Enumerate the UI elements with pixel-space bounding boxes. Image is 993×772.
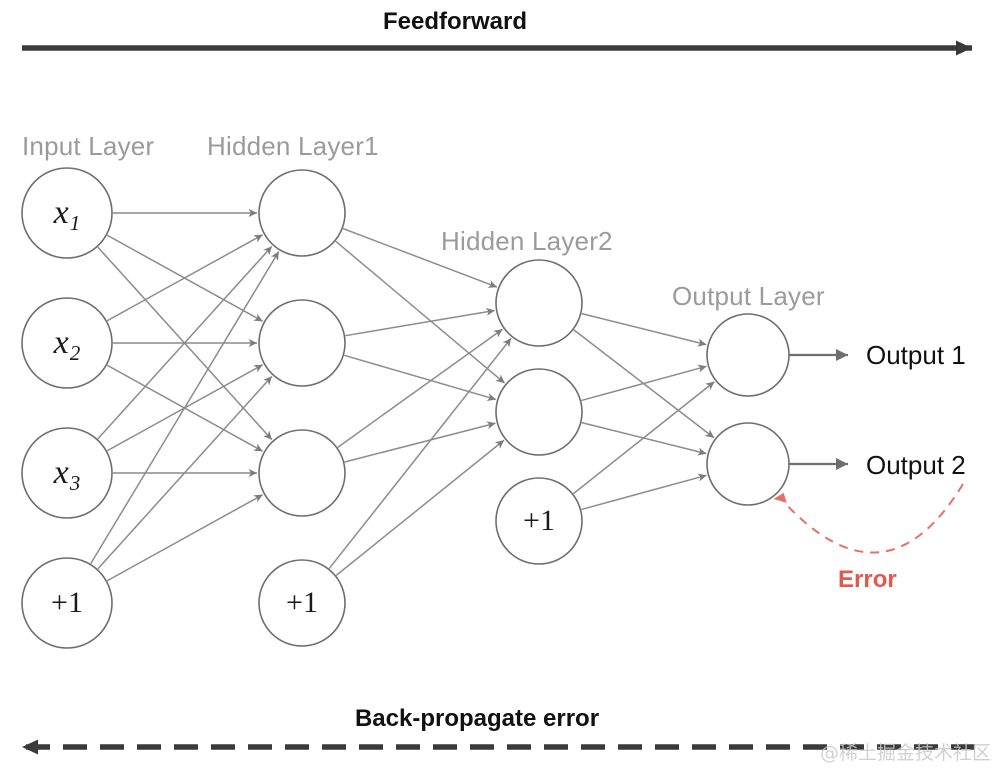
neuron-hidden1-1[interactable] <box>258 169 346 257</box>
hidden-layer2-label: Hidden Layer2 <box>441 226 613 256</box>
neuron-input-4[interactable] <box>21 557 113 649</box>
flow-arrows <box>22 40 975 755</box>
error-label: Error <box>838 566 897 593</box>
neuron-input-1[interactable] <box>21 167 113 259</box>
error-arc-path <box>773 483 964 554</box>
connection-edge <box>97 375 273 570</box>
connection-edge <box>328 337 512 569</box>
input-layer-label: Input Layer <box>22 131 155 161</box>
neuron-hidden2-2[interactable] <box>495 368 583 456</box>
neuron-hidden1-4[interactable] <box>258 559 346 647</box>
connection-edge <box>344 354 496 402</box>
connection-edge <box>106 234 263 322</box>
watermark: @稀土掘金技术社区 <box>820 742 992 764</box>
hidden-layer1-label: Hidden Layer1 <box>207 131 379 161</box>
output-layer-label: Output Layer <box>672 281 825 311</box>
neuron-hidden2-1[interactable] <box>495 259 583 347</box>
connection-edge <box>335 240 506 384</box>
connection-edge <box>97 245 273 440</box>
neuron-hidden1-2[interactable] <box>258 299 346 387</box>
connection-edge <box>337 328 503 448</box>
output-arrows <box>789 349 848 470</box>
backpropagate-title: Back-propagate error <box>354 705 600 732</box>
neuron-input-3[interactable] <box>21 427 113 519</box>
error-arc <box>773 483 964 554</box>
connection-edge <box>581 364 707 402</box>
neuron-nodes <box>21 167 790 649</box>
neuron-output-1[interactable] <box>706 313 790 397</box>
output-1-label: Output 1 <box>866 340 966 370</box>
connection-edge <box>581 312 707 347</box>
neuron-input-2[interactable] <box>21 297 113 389</box>
neuron-hidden1-3[interactable] <box>258 429 346 517</box>
connection-edges <box>90 208 715 582</box>
connection-edge <box>106 494 263 582</box>
neuron-output-2[interactable] <box>706 422 790 506</box>
connection-edge <box>344 421 496 463</box>
neuron-hidden2-3[interactable] <box>495 477 583 565</box>
connection-edge <box>345 307 495 337</box>
connection-edge <box>335 439 505 576</box>
feedforward-title: Feedforward <box>382 8 528 35</box>
connection-edge <box>572 381 715 495</box>
connection-edge <box>342 227 498 288</box>
output-2-label: Output 2 <box>866 450 966 480</box>
connection-edge <box>581 473 707 511</box>
connection-edge <box>90 251 280 564</box>
